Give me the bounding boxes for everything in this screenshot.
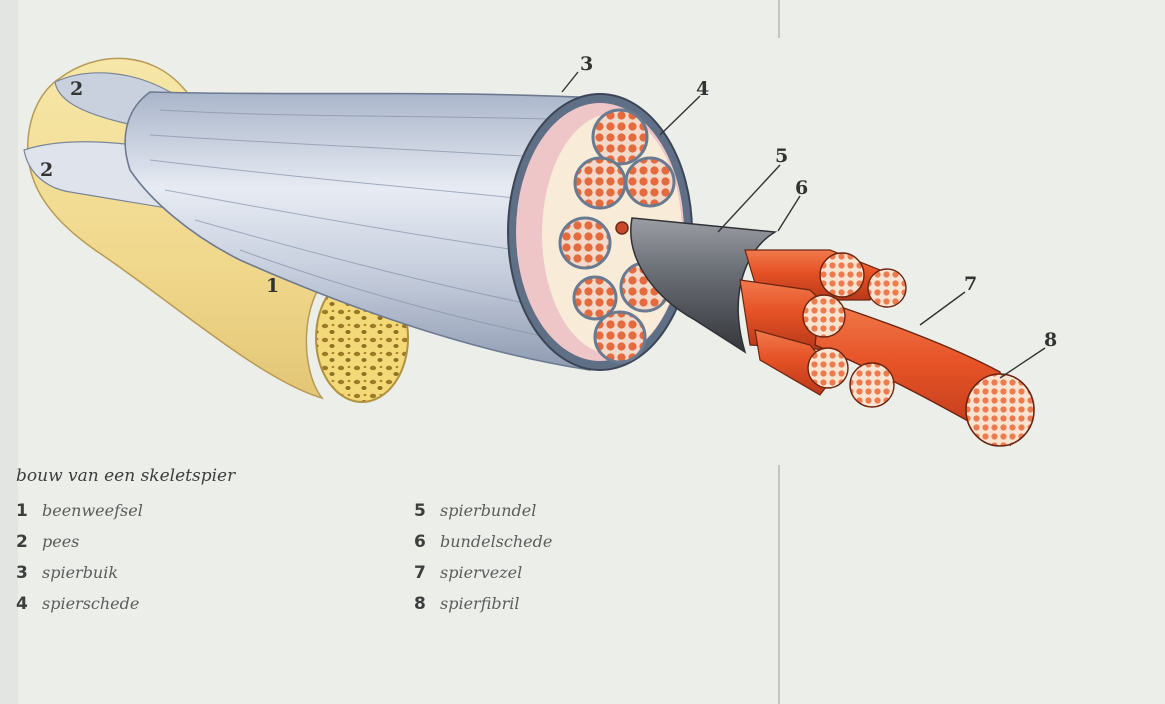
legend-label: pees	[42, 526, 79, 557]
legend-item: 1 beenweefsel	[16, 495, 143, 526]
legend-number: 8	[414, 589, 440, 620]
legend-item: 6 bundelschede	[414, 526, 552, 557]
legend-column-left: 1 beenweefsel 2 pees 3 spierbuik 4 spier…	[16, 495, 143, 619]
legend-item: 8 spierfibril	[414, 588, 552, 619]
muscle-fibers	[740, 250, 1034, 446]
legend-column-right: 5 spierbundel 6 bundelschede 7 spierveze…	[414, 495, 552, 619]
legend-number: 3	[16, 558, 42, 589]
legend-number: 6	[414, 527, 440, 558]
legend-label: spiervezel	[440, 557, 522, 588]
legend-item: 4 spierschede	[16, 588, 143, 619]
legend-number: 1	[16, 496, 42, 527]
callout-1: 1	[266, 275, 279, 297]
legend-number: 4	[16, 589, 42, 620]
legend-number: 7	[414, 558, 440, 589]
callout-8: 8	[1044, 329, 1057, 351]
callout-7: 7	[964, 273, 977, 295]
legend-label: spierfibril	[440, 588, 519, 619]
legend-label: bundelschede	[440, 526, 552, 557]
callout-3: 3	[580, 53, 593, 75]
legend-number: 2	[16, 527, 42, 558]
legend-number: 5	[414, 496, 440, 527]
callout-2-bottom: 2	[40, 159, 53, 181]
skeletal-muscle-illustration: 1 2 2 3 4 5 6 7 8	[0, 0, 1165, 470]
legend-label: spierbundel	[440, 495, 536, 526]
legend-label: beenweefsel	[42, 495, 143, 526]
legend-label: spierschede	[42, 588, 139, 619]
callout-2-top: 2	[70, 78, 83, 100]
legend-item: 3 spierbuik	[16, 557, 143, 588]
central-vessel	[616, 222, 628, 234]
legend-item: 2 pees	[16, 526, 143, 557]
legend-item: 5 spierbundel	[414, 495, 552, 526]
legend-title: bouw van een skeletspier	[16, 466, 235, 486]
fibril-cross-section	[966, 374, 1034, 446]
legend-label: spierbuik	[42, 557, 118, 588]
callout-4: 4	[696, 78, 709, 100]
callout-6: 6	[795, 177, 808, 199]
legend-item: 7 spiervezel	[414, 557, 552, 588]
callout-5: 5	[775, 145, 788, 167]
